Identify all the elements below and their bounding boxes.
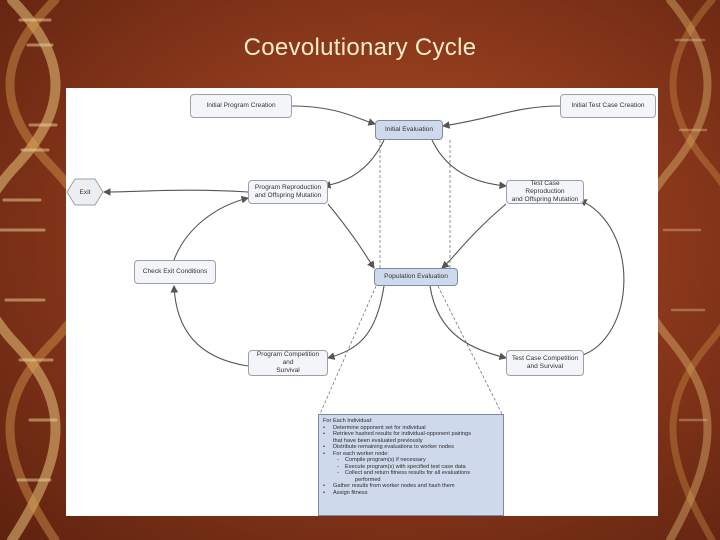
node-initial-test-case-creation-label: Initial Test Case Creation xyxy=(571,102,645,110)
node-test-case-reproduction-line-1: Test Case Reproduction xyxy=(525,180,565,196)
bullet-marker: • xyxy=(323,490,325,497)
bullet-marker: • xyxy=(323,450,325,457)
node-program-competition-line-2: Survival xyxy=(276,366,300,374)
bullet-marker: • xyxy=(323,483,325,490)
node-initial-program-creation-label: Initial Program Creation xyxy=(206,102,276,110)
node-test-case-competition-line-2: and Survival xyxy=(526,363,564,370)
node-initial-evaluation: Initial Evaluation xyxy=(375,120,443,140)
node-population-evaluation: Population Evaluation xyxy=(374,268,458,286)
evaluation-step-text: Determine opponent set for individual xyxy=(333,424,426,431)
coevolution-diagram: Initial Program Creation Initial Test Ca… xyxy=(66,88,658,516)
evaluation-details-box: For Each Individual: • Determine opponent… xyxy=(318,414,504,516)
node-test-case-reproduction: Test Case Reproduction and Offspring Mut… xyxy=(506,180,584,204)
node-program-reproduction-line-2: and Offspring Mutation xyxy=(254,192,322,199)
bullet-marker: • xyxy=(323,424,325,431)
node-initial-test-case-creation: Initial Test Case Creation xyxy=(560,94,656,118)
node-program-reproduction: Program Reproduction and Offspring Mutat… xyxy=(248,180,328,204)
evaluation-substep: -Collect and return fitness results for … xyxy=(323,470,499,477)
evaluation-step: • Gather results from worker nodes and ha… xyxy=(323,483,499,490)
node-initial-evaluation-label: Initial Evaluation xyxy=(384,126,434,134)
evaluation-step-text: Distribute remaining evaluations to work… xyxy=(333,444,454,451)
evaluation-details-heading: For Each Individual: xyxy=(323,418,373,424)
node-check-exit-conditions: Check Exit Conditions xyxy=(134,260,216,284)
evaluation-substep-text: Collect and return fitness results for a… xyxy=(345,470,470,477)
evaluation-substep-continuation: performed xyxy=(355,476,381,483)
node-test-case-competition-line-1: Test Case Competition xyxy=(511,355,579,363)
node-program-competition: Program Competition and Survival xyxy=(248,350,328,376)
node-test-case-reproduction-line-2: and Offspring Mutation xyxy=(511,195,579,203)
node-check-exit-conditions-label: Check Exit Conditions xyxy=(142,268,208,276)
evaluation-step: • Assign fitness xyxy=(323,490,499,497)
evaluation-step: • For each worker node: xyxy=(323,451,499,458)
node-exit-shape xyxy=(66,178,104,206)
evaluation-step-text: Retrieve hashed results for individual-o… xyxy=(333,431,472,438)
evaluation-substep-text: Compile program(s) if necessary xyxy=(345,457,426,464)
dash-marker: - xyxy=(337,463,339,470)
evaluation-substep: -Compile program(s) if necessary xyxy=(323,457,499,464)
bullet-marker: • xyxy=(323,431,325,438)
slide-title: Coevolutionary Cycle xyxy=(243,34,477,61)
evaluation-step-text: For each worker node: xyxy=(333,450,389,457)
evaluation-step: • Distribute remaining evaluations to wor… xyxy=(323,444,499,451)
node-test-case-competition: Test Case Competition and Survival xyxy=(506,350,584,376)
bullet-marker: • xyxy=(323,444,325,451)
node-exit-label: Exit xyxy=(79,188,91,196)
node-exit: Exit xyxy=(66,178,104,206)
node-program-competition-line-1: Program Competition and xyxy=(256,351,320,367)
dash-marker: - xyxy=(337,470,339,477)
node-population-evaluation-label: Population Evaluation xyxy=(384,273,448,281)
node-initial-program-creation: Initial Program Creation xyxy=(190,94,292,118)
evaluation-step: • Determine opponent set for individual xyxy=(323,425,499,432)
evaluation-step: • Retrieve hashed results for individual-… xyxy=(323,431,499,438)
evaluation-substep: -Execute program(s) with specified test … xyxy=(323,464,499,471)
node-program-reproduction-line-1: Program Reproduction xyxy=(254,184,322,192)
evaluation-step-text: Assign fitness xyxy=(333,490,368,497)
dash-marker: - xyxy=(337,457,339,464)
diagram-connectors xyxy=(102,105,625,415)
evaluation-substep-text: Execute program(s) with specified test c… xyxy=(345,463,466,470)
evaluation-step-continuation: that have been evaluated previously xyxy=(333,437,423,444)
evaluation-step-text: Gather results from worker nodes and has… xyxy=(333,483,455,490)
